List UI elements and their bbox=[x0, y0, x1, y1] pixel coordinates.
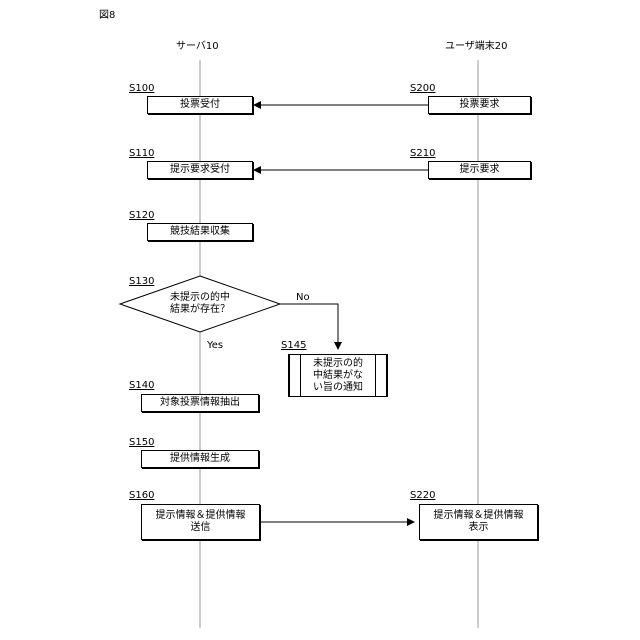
step-box-s150: 提供情報生成 bbox=[141, 450, 259, 468]
step-id-s130: S130 bbox=[129, 276, 154, 287]
branch-label-no: No bbox=[296, 292, 310, 304]
step-id-s210: S210 bbox=[410, 148, 435, 159]
step-id-s160: S160 bbox=[129, 490, 154, 501]
step-box-s210: 提示要求 bbox=[428, 161, 531, 179]
step-id-s220: S220 bbox=[410, 490, 435, 501]
step-id-s120: S120 bbox=[129, 210, 154, 221]
lane-title-user: ユーザ端末20 bbox=[445, 41, 508, 53]
figure-label: 図8 bbox=[99, 10, 115, 22]
step-box-s160: 提示情報＆提供情報 送信 bbox=[141, 504, 260, 540]
step-box-s145: 未提示の的 中結果がな い旨の通知 bbox=[288, 354, 388, 397]
step-id-s140: S140 bbox=[129, 380, 154, 391]
step-box-s110: 提示要求受付 bbox=[147, 161, 253, 179]
step-id-s200: S200 bbox=[410, 83, 435, 94]
step-box-s220: 提示情報＆提供情報 表示 bbox=[419, 504, 538, 540]
step-box-s100: 投票受付 bbox=[147, 96, 253, 114]
s145-inner-right-bar bbox=[375, 355, 376, 396]
s145-inner-left-bar bbox=[300, 355, 301, 396]
branch-label-yes: Yes bbox=[207, 340, 223, 352]
step-id-s145: S145 bbox=[281, 340, 306, 351]
step-id-s110: S110 bbox=[129, 148, 154, 159]
step-box-s200: 投票要求 bbox=[428, 96, 531, 114]
step-box-s140: 対象投票情報抽出 bbox=[141, 394, 259, 412]
step-box-s120: 競技結果収集 bbox=[147, 223, 253, 241]
step-id-s150: S150 bbox=[129, 437, 154, 448]
lane-title-server: サーバ10 bbox=[176, 41, 219, 53]
decision-label-s130: 未提示の的中 結果が存在？ bbox=[160, 292, 240, 316]
step-id-s100: S100 bbox=[129, 83, 154, 94]
